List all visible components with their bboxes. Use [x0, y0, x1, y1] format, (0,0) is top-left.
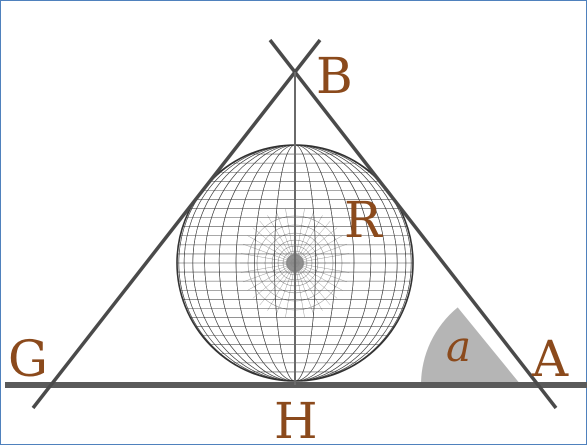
sphere-radial-spoke [243, 244, 296, 264]
sphere-radial-spoke [285, 208, 296, 264]
vertex-label-h: H [274, 392, 318, 445]
sphere-radial-spoke [294, 211, 314, 264]
angle-a-sector [420, 307, 521, 385]
sphere-radial-spoke [259, 220, 296, 264]
sphere-radial-spoke [294, 262, 323, 311]
sphere-radial-spoke [294, 262, 347, 282]
sphere-radial-spoke [294, 220, 331, 264]
vertex-label-g: G [8, 330, 48, 388]
sphere-radial-spoke [240, 253, 296, 264]
radius-label-r: R [344, 191, 383, 249]
sphere-radial-spoke [285, 262, 296, 318]
sphere-radial-spoke [294, 244, 347, 264]
sphere-radial-spoke [294, 262, 350, 273]
sphere-radial-spoke [252, 262, 296, 299]
sphere-radial-spoke [294, 262, 314, 315]
sphere-radial-spoke [243, 262, 296, 282]
side-gb [31, 38, 322, 410]
sphere-radial-spoke [294, 227, 338, 264]
sphere-radial-spoke [276, 211, 296, 264]
sphere-radial-spoke [240, 262, 296, 273]
sphere-radial-spoke [294, 262, 338, 299]
sphere-radial-spoke [294, 262, 343, 291]
sphere-radial-spoke [247, 262, 296, 291]
sphere-radial-spoke [276, 262, 296, 315]
angle-label-a: a [446, 322, 471, 371]
sphere-radial-spoke [252, 227, 296, 264]
sphere-radial-spoke [267, 262, 296, 311]
side-ba [268, 38, 558, 410]
vertex-label-a: A [531, 330, 569, 388]
sphere-radial-spoke [294, 253, 350, 264]
vertex-label-b: B [316, 47, 353, 105]
sphere-radial-spoke [294, 235, 343, 264]
sphere-radial-spoke [294, 262, 305, 318]
sphere-radial-spoke [259, 262, 296, 306]
sphere-radial-spoke [267, 215, 296, 264]
sphere-radial-spoke [294, 215, 323, 264]
sphere-radial-spoke [294, 208, 305, 264]
sphere-radial-spoke [247, 235, 296, 264]
sphere-radial-spoke [294, 262, 331, 306]
